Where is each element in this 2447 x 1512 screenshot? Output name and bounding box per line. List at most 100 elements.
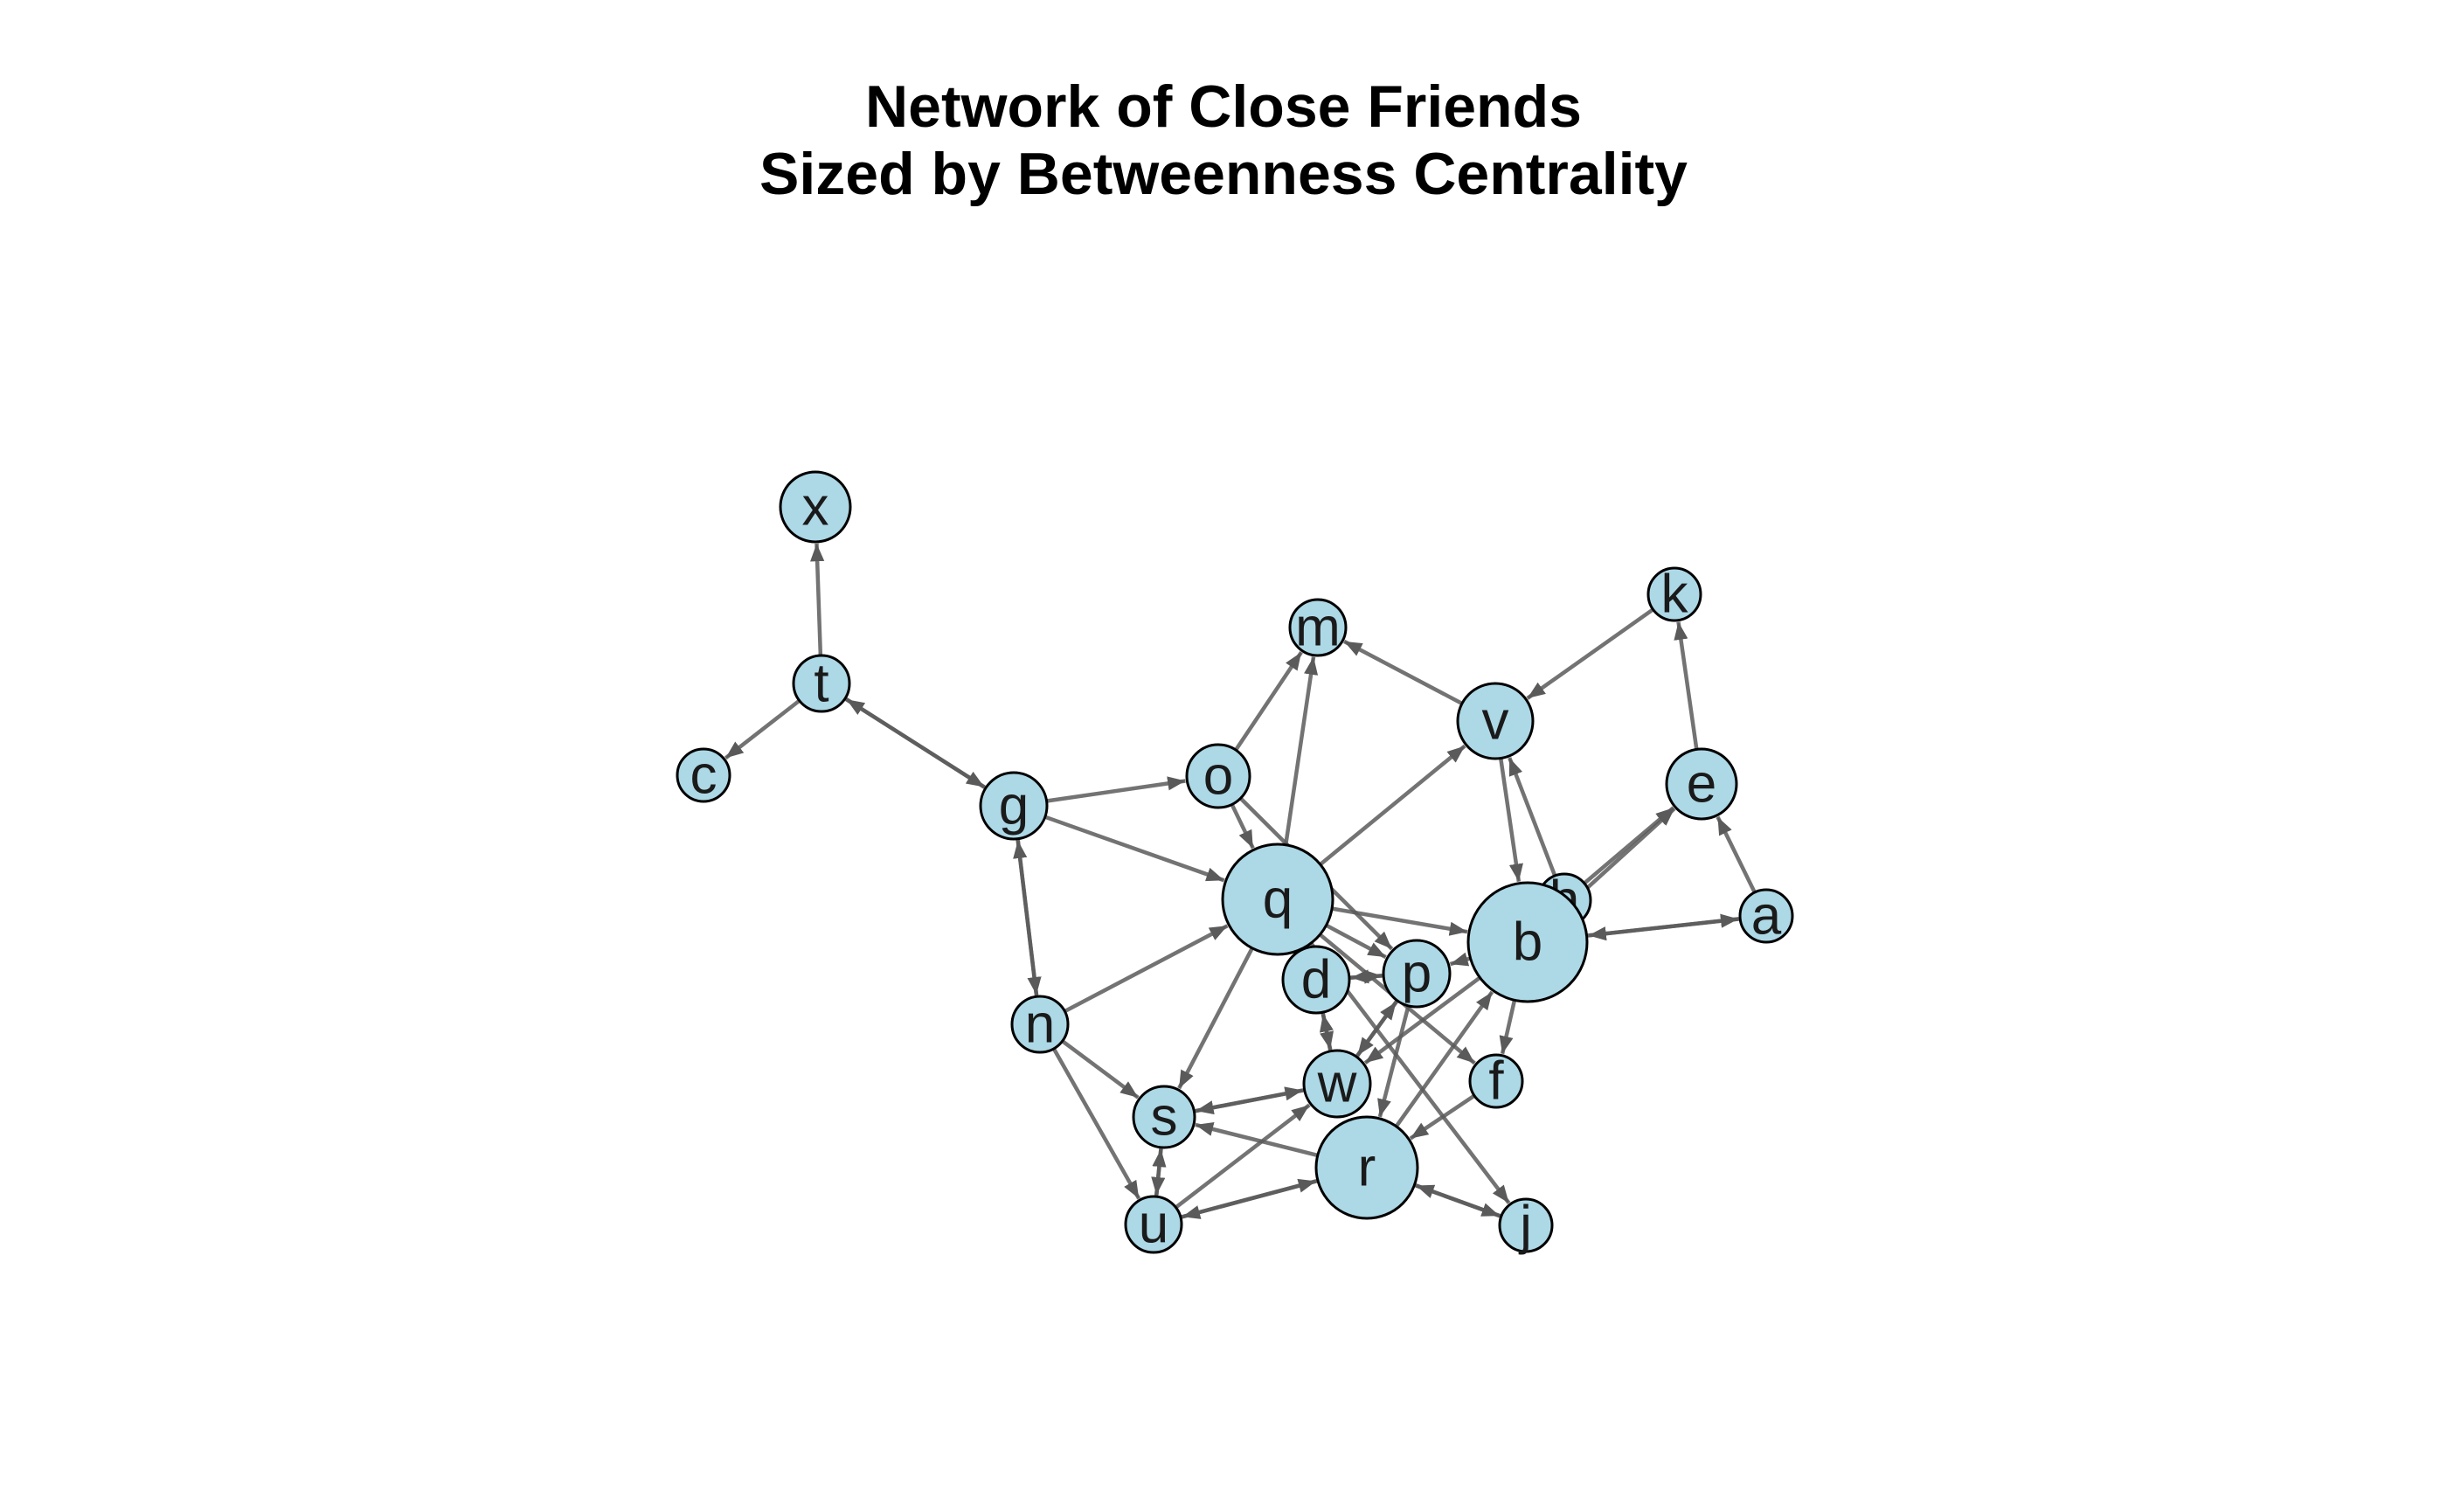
edge-n-to-s (1061, 1039, 1140, 1099)
node-circle-s (1132, 1085, 1196, 1149)
node-x: x (779, 470, 852, 544)
node-label-n: n (1025, 995, 1055, 1055)
node-e: e (1665, 747, 1738, 821)
node-label-j: j (1518, 1196, 1532, 1256)
edge-n-to-q (1064, 924, 1229, 1014)
edge-v-to-b (1498, 758, 1523, 883)
node-q: q (1221, 843, 1334, 956)
chart-title-line-1: Network of Close Friends (865, 73, 1582, 140)
node-circle-f (1468, 1053, 1524, 1109)
edge-a-to-e (1716, 815, 1757, 894)
node-circle-n (1010, 995, 1070, 1054)
edge-b-to-e (1570, 807, 1676, 904)
edge-b-to-f (1499, 999, 1517, 1055)
edge-r-to-s (1195, 1122, 1319, 1158)
node-circle-o (1185, 743, 1251, 809)
edge-q-to-m (1283, 656, 1319, 846)
chart-title-line-2: Sized by Betweenness Centrality (759, 141, 1688, 207)
node-label-o: o (1203, 746, 1233, 807)
edge-j-to-r (1415, 1183, 1502, 1218)
node-label-u: u (1139, 1195, 1168, 1255)
node-w: w (1302, 1049, 1372, 1119)
node-circle-r (1314, 1115, 1419, 1220)
edge-u-to-s (1152, 1148, 1167, 1197)
edge-e-to-k (1674, 621, 1699, 750)
node-label-s: s (1151, 1087, 1178, 1148)
node-v: v (1456, 682, 1535, 760)
node-label-f: f (1488, 1051, 1504, 1112)
node-circle-b (1466, 881, 1589, 1003)
node-label-w: w (1317, 1054, 1357, 1114)
node-j: j (1498, 1196, 1554, 1256)
edge-t-to-x (810, 543, 825, 656)
node-label-a: a (1751, 886, 1782, 947)
node-circle-k (1646, 566, 1702, 622)
edge-o-to-m (1234, 650, 1303, 752)
node-circle-p (1382, 939, 1452, 1009)
edge-q-to-v (1319, 744, 1466, 866)
edge-w-to-p (1355, 1001, 1398, 1058)
node-circle-t (792, 654, 851, 713)
node-circle-x (779, 470, 852, 544)
edge-o-to-q (1230, 803, 1255, 850)
edge-q-to-p (1325, 923, 1387, 960)
edge-k-to-v (1526, 607, 1654, 700)
edge-n-to-u (1051, 1047, 1141, 1200)
node-a: a (1738, 886, 1794, 947)
node-label-d: d (1301, 950, 1331, 1010)
node-c: c (676, 746, 731, 806)
edge-g-to-o (1046, 776, 1186, 803)
node-label-x: x (802, 477, 829, 538)
node-t: t (792, 654, 851, 714)
node-label-c: c (690, 746, 717, 806)
node-circle-g (979, 771, 1049, 841)
node-circle-w (1302, 1049, 1372, 1119)
edge-t-to-c (724, 698, 801, 760)
node-label-m: m (1295, 598, 1341, 658)
node-circle-a (1738, 888, 1794, 944)
edge-d-to-p (1348, 969, 1383, 984)
node-k: k (1646, 565, 1702, 625)
node-label-v: v (1482, 691, 1509, 752)
node-s: s (1132, 1085, 1196, 1149)
node-circle-u (1124, 1195, 1183, 1254)
node-circle-d (1281, 945, 1351, 1015)
node-circle-c (676, 747, 731, 803)
edge-w-to-d (1319, 1013, 1334, 1052)
edge-h-to-v (1508, 757, 1557, 877)
edge-p-to-r (1377, 1005, 1411, 1118)
node-p: p (1382, 939, 1452, 1009)
edge-r-to-u (1182, 1178, 1319, 1219)
node-circle-m (1288, 598, 1348, 657)
edge-g-to-n (1016, 838, 1042, 995)
node-label-t: t (814, 654, 828, 714)
node-g: g (979, 771, 1049, 841)
edge-b-to-a (1586, 913, 1739, 938)
node-f: f (1468, 1051, 1524, 1112)
node-label-b: b (1513, 912, 1542, 973)
node-m: m (1288, 598, 1348, 658)
node-layer: xtcgmokveqhabdpnwfsruj (676, 470, 1794, 1256)
node-d: d (1281, 945, 1351, 1015)
edge-layer (724, 543, 1757, 1219)
edge-r-to-b (1394, 990, 1494, 1128)
node-label-p: p (1402, 944, 1431, 1004)
node-n: n (1010, 995, 1070, 1055)
node-label-e: e (1687, 754, 1716, 815)
node-circle-v (1456, 682, 1535, 760)
edge-t-to-g (843, 697, 986, 789)
node-circle-j (1498, 1197, 1554, 1253)
node-circle-e (1665, 747, 1738, 821)
node-circle-q (1221, 843, 1334, 956)
edge-g-to-q (1044, 815, 1225, 883)
node-o: o (1185, 743, 1251, 809)
edge-f-to-r (1409, 1093, 1476, 1141)
node-u: u (1124, 1195, 1183, 1255)
node-label-g: g (999, 776, 1029, 836)
edge-b-to-w (1363, 975, 1481, 1065)
node-r: r (1314, 1115, 1419, 1220)
node-label-k: k (1661, 565, 1689, 625)
edge-q-to-s (1177, 947, 1254, 1090)
edge-v-to-m (1343, 639, 1464, 705)
